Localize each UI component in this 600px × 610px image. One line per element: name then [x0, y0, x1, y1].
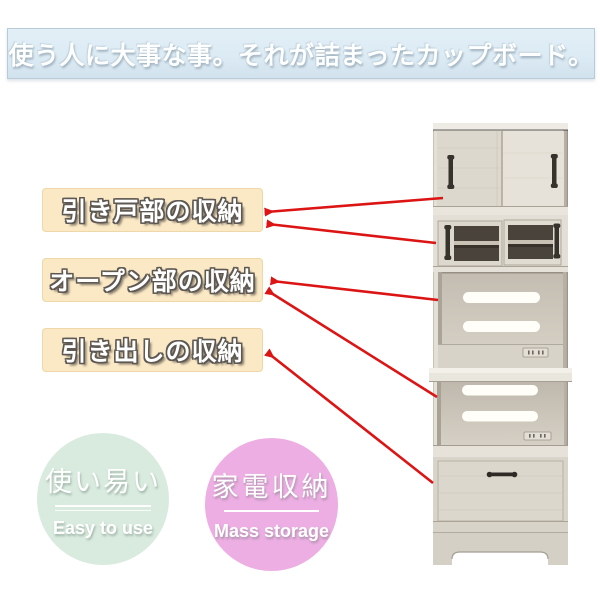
annotation-arrow	[266, 219, 437, 245]
vent-slot	[462, 411, 538, 422]
badge-jp-text: 使い易い	[45, 467, 161, 497]
header-title: 使う人に大事な事。それが詰まったカップボード。	[8, 42, 594, 70]
base-plinth	[433, 532, 568, 565]
callout-label: オープン部の収納	[49, 269, 256, 296]
badge-mass-storage: 家電収納 Mass storage	[205, 438, 338, 571]
annotation-arrow	[264, 196, 444, 217]
open-shelf-upper	[438, 272, 563, 368]
drawer	[433, 457, 568, 532]
callout-label: 引き戸部の収納	[61, 199, 244, 226]
door-handle-icon	[444, 225, 452, 260]
badge-en-text: Mass storage	[213, 521, 330, 541]
power-outlet-icon	[522, 347, 549, 358]
callout-drawer-storage: 引き出しの収納	[42, 328, 263, 372]
badge-divider	[55, 505, 151, 511]
annotation-arrow	[264, 286, 438, 399]
glass-door-cabinet	[433, 215, 568, 272]
drawer-handle-icon	[486, 471, 518, 478]
open-shelf-lower	[433, 382, 568, 457]
header-banner: 使う人に大事な事。それが詰まったカップボード。	[7, 28, 595, 79]
annotation-arrows	[264, 196, 444, 485]
annotation-arrow	[269, 276, 439, 302]
sliding-door-cabinet	[433, 131, 568, 215]
vent-slot	[463, 321, 540, 332]
power-outlet-icon	[523, 431, 552, 441]
callout-sliding-door-storage: 引き戸部の収納	[42, 188, 263, 232]
badge-en-text: Easy to use	[52, 518, 154, 538]
badge-divider	[223, 510, 320, 514]
vent-slot	[462, 385, 538, 396]
countertop	[429, 368, 572, 382]
badge-jp-text: 家電収納	[211, 472, 332, 502]
callout-open-section-storage: オープン部の収納	[42, 258, 263, 302]
badge-easy-to-use: 使い易い Easy to use	[37, 433, 169, 565]
vent-slot	[463, 292, 540, 303]
cupboard-illustration	[429, 123, 572, 565]
door-handle-icon	[550, 154, 558, 188]
callout-label: 引き出しの収納	[61, 339, 244, 366]
door-handle-icon	[447, 155, 455, 189]
door-handle-icon	[553, 223, 561, 259]
